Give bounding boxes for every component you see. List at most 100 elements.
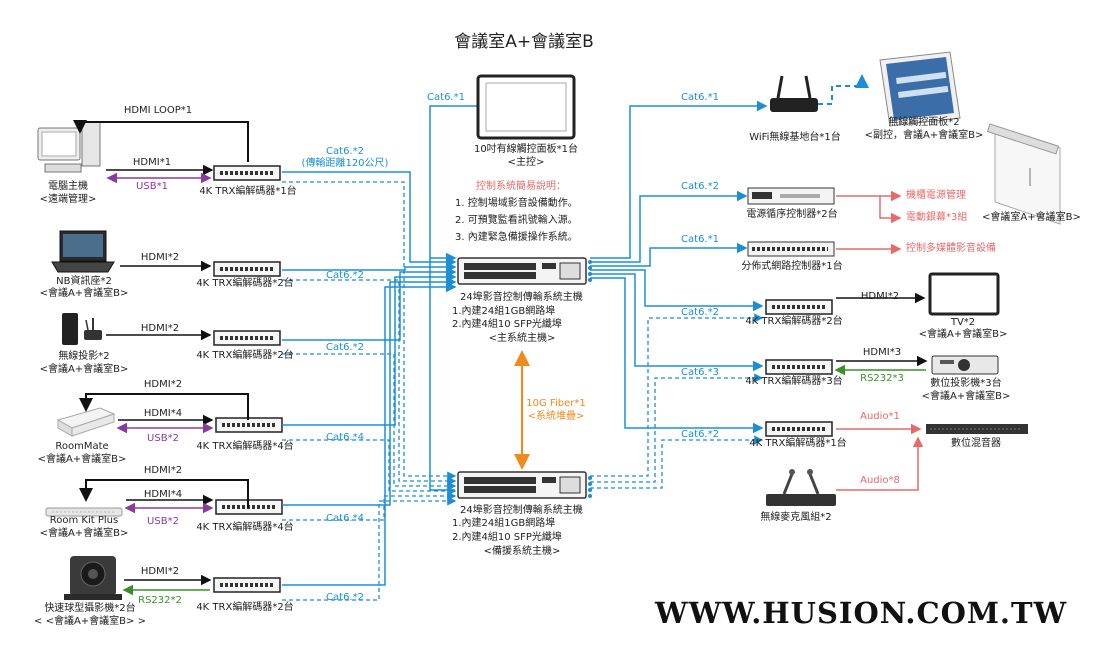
encoder-icon-left-1 — [213, 165, 281, 181]
encoder-3-label: 4K TRX編解碼器*2台 — [196, 350, 294, 361]
projector-hdmi-label: HDMI*3 — [862, 347, 902, 358]
net-controller-label: 分佈式網路控制器*1台 — [741, 261, 843, 272]
touch-panel-icon — [476, 74, 576, 140]
main-switch-title: 24埠影音控制傳輸系統主機 — [460, 292, 583, 303]
tv-encoder-label: 4K TRX編解碼器*2台 — [745, 316, 843, 327]
projector-rs232-label: RS232*3 — [860, 373, 904, 384]
roomkit-hdmi-label: HDMI*4 — [143, 489, 183, 500]
net-cable-label: Cat6.*1 — [681, 234, 719, 245]
power-cable-label: Cat6.*2 — [681, 181, 719, 192]
roomkit-label: Room Kit Plus — [49, 515, 119, 526]
tv-icon — [928, 272, 1000, 316]
power-label: 電源循序控制器*2台 — [746, 209, 838, 220]
projector-icon — [931, 355, 999, 375]
encoder-2-label: 4K TRX編解碼器*2台 — [196, 278, 294, 289]
tablet-sub: <副控，會議A+會議室B> — [864, 130, 984, 141]
roommate-sub: <會議A+會議室B> — [37, 454, 127, 465]
camera-sub: < <會議A+會議室B> > — [34, 616, 146, 627]
note-3: 3. 內建緊急備援操作系統。 — [455, 232, 578, 243]
audio8-label: Audio*8 — [860, 475, 900, 486]
backup-switch-icon — [457, 471, 587, 499]
pc-icon — [37, 121, 101, 173]
wireless-projection-sub: <會議A+會議室B> — [39, 364, 129, 375]
laptop-icon — [51, 230, 115, 273]
note-2: 2. 可預覽監看訊號輸入源。 — [455, 215, 578, 226]
pc-sub: <遠端管理> — [39, 194, 97, 205]
encoder-6-cable: Cat6.*2 — [326, 592, 364, 603]
encoder-icon-left-2 — [213, 261, 281, 277]
fiber-sub: <系統堆疊> — [527, 411, 585, 422]
pc-usb-label: USB*1 — [136, 181, 168, 192]
power-out-1: 機櫃電源管理 — [906, 190, 966, 201]
encoder-4-label: 4K TRX編解碼器*4台 — [196, 441, 294, 452]
encoder-5-label: 4K TRX編解碼器*4台 — [196, 522, 294, 533]
network-controller-icon — [747, 241, 835, 257]
main-switch-sub: <主系統主機> — [488, 333, 556, 344]
note-1: 1. 控制場域影音設備動作。 — [455, 198, 578, 209]
main-switch-line1: 1.內建24組1GB網路埠 — [452, 306, 556, 317]
roomkit-hdmi-top-label: HDMI*2 — [143, 465, 183, 476]
projector-label: 數位投影機*3台 — [930, 378, 1002, 389]
tablet-icon — [879, 51, 961, 127]
backup-switch-sub: <備援系統主機> — [483, 546, 561, 557]
encoder-icon-left-3 — [213, 330, 281, 346]
nb-sub: <會議A+會議室B> — [39, 288, 129, 299]
wireless-presenter-icon — [62, 313, 102, 345]
fiber-label: 10G Fiber*1 — [526, 398, 586, 409]
main-switch-icon — [457, 257, 587, 285]
roommate-hdmi-label: HDMI*4 — [143, 408, 183, 419]
main-switch-line2: 2.內建4組10 SFP光纖埠 — [452, 319, 562, 330]
camera-label: 快速球型攝影機*2台 — [44, 603, 136, 614]
room-kit-plus-icon — [45, 507, 123, 517]
ptz-camera-icon — [64, 556, 122, 600]
backup-switch-line1: 1.內建24組1GB網路埠 — [452, 518, 556, 529]
power-out-2: 電動銀幕*3組 — [906, 212, 968, 223]
nb-hdmi-label: HDMI*2 — [140, 252, 180, 263]
audio-cable-label: Cat6.*2 — [681, 429, 719, 440]
roommate-label: RoomMate — [55, 441, 109, 452]
wifi-cable-label: Cat6.*1 — [681, 92, 719, 103]
tv-cable-label: Cat6.*2 — [681, 307, 719, 318]
mixer-label: 數位混音器 — [951, 438, 1001, 449]
encoder-icon-left-6 — [213, 577, 281, 593]
encoder-6-label: 4K TRX編解碼器*2台 — [196, 602, 294, 613]
pc-label: 電腦主機 — [48, 181, 88, 192]
encoder-icon-right-2 — [765, 359, 833, 375]
encoder-icon-right-1 — [765, 299, 833, 315]
tv-hdmi-label: HDMI*2 — [860, 291, 900, 302]
camera-rs232-label: RS232*2 — [138, 595, 182, 606]
motorized-screen-icon — [986, 123, 1061, 225]
touch-panel-sub: <主控> — [507, 157, 545, 168]
touch-panel-label: 10吋有線觸控面板*1台 — [473, 144, 579, 155]
encoder-4-cable: Cat6.*4 — [326, 432, 364, 443]
encoder-1-cable: Cat6.*2 — [326, 146, 364, 157]
screen-sub: <會議室A+會議室B> — [982, 212, 1081, 223]
pc-hdmi-label: HDMI*1 — [132, 157, 172, 168]
audio1-label: Audio*1 — [860, 411, 900, 422]
roomkit-usb-label: USB*2 — [147, 516, 179, 527]
hdmi-loop-label: HDMI LOOP*1 — [123, 105, 193, 116]
roommate-icon — [56, 407, 116, 437]
projection-hdmi-label: HDMI*2 — [140, 323, 180, 334]
camera-hdmi-label: HDMI*2 — [140, 566, 180, 577]
encoder-icon-right-3 — [765, 421, 833, 437]
tv-label: TV*2 — [950, 317, 976, 328]
tablet-label: 無線觸控面板*2 — [888, 117, 960, 128]
wireless-mic-icon — [766, 469, 836, 506]
backup-switch-line2: 2.內建4組10 SFP光纖埠 — [452, 532, 562, 543]
encoder-2-cable: Cat6.*2 — [326, 270, 364, 281]
wireless-mic-label: 無線麥克風組*2 — [760, 512, 832, 523]
encoder-1-cable-note: (傳輸距離120公尺) — [301, 158, 389, 169]
audio-mixer-icon — [926, 424, 1028, 434]
wifi-router-icon — [770, 75, 818, 112]
wireless-projection-label: 無線投影*2 — [58, 351, 110, 362]
notes-title: 控制系統簡易說明： — [476, 181, 566, 192]
roommate-usb-label: USB*2 — [147, 433, 179, 444]
encoder-1-label: 4K TRX編解碼器*1台 — [199, 186, 297, 197]
diagram-title: 會議室A+會議室B — [454, 32, 594, 52]
projector-cable-label: Cat6.*3 — [681, 367, 719, 378]
power-sequencer-icon — [747, 187, 835, 205]
encoder-3-cable: Cat6.*2 — [326, 342, 364, 353]
